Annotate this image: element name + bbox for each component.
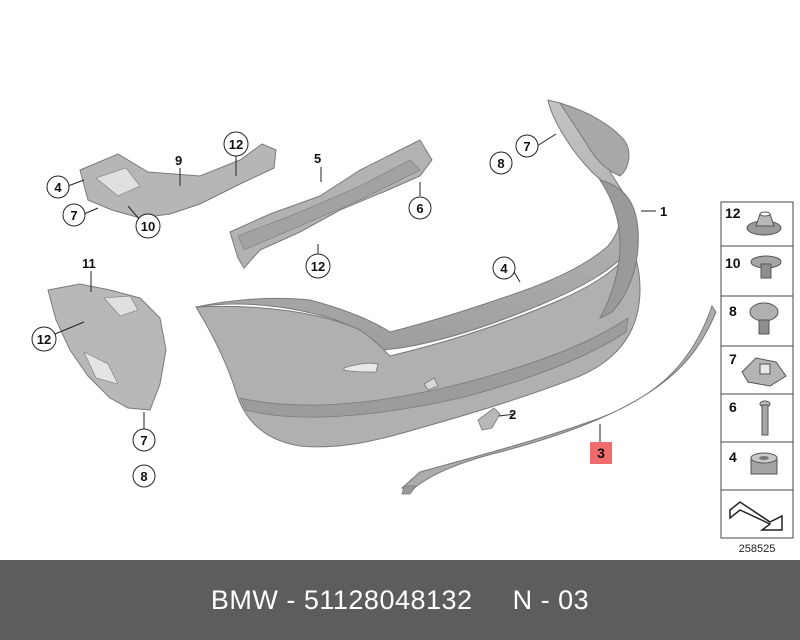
- footer-brand: BMW: [210, 584, 279, 615]
- rear-bumper-diagram: 1 2 9 5 11 3 8 7 4 4 7 10 12 6 12 12 7 8…: [31, 99, 794, 555]
- callout-8-circle-a: 8: [489, 151, 513, 175]
- svg-text:8: 8: [729, 303, 737, 319]
- bracket-left-lower: [47, 283, 167, 411]
- svg-text:8: 8: [140, 469, 147, 484]
- circled-callouts: 8 7 4 4 7 10 12 6 12 12 7 8: [31, 131, 539, 488]
- callout-1: 1: [660, 204, 667, 219]
- callout-4-circle-a: 4: [492, 256, 516, 280]
- bumper-support: [229, 139, 433, 269]
- callout-6-circle: 6: [408, 196, 432, 220]
- legend-item-6: 6: [729, 399, 771, 436]
- svg-text:7: 7: [523, 139, 530, 154]
- svg-text:12: 12: [229, 137, 243, 152]
- leader-lines: [54, 133, 656, 443]
- callout-5: 5: [314, 151, 321, 166]
- svg-text:12: 12: [311, 259, 325, 274]
- callout-3: 3: [597, 445, 605, 461]
- callout-2: 2: [509, 407, 516, 422]
- callout-8-circle-b: 8: [132, 464, 156, 488]
- svg-text:7: 7: [729, 351, 737, 367]
- footer-code: N - 03: [512, 584, 590, 615]
- svg-text:12: 12: [725, 205, 741, 221]
- small-bracket: [477, 407, 501, 431]
- svg-text:8: 8: [497, 156, 504, 171]
- diagram-number: 258525: [739, 543, 776, 555]
- legend-orientation-arrow: [729, 501, 783, 531]
- svg-text:6: 6: [729, 399, 737, 415]
- svg-text:10: 10: [141, 219, 155, 234]
- callout-3-highlight: 3: [590, 442, 612, 464]
- legend-item-12: 12: [725, 205, 782, 236]
- callout-4-circle-b: 4: [46, 175, 70, 199]
- legend-item-4: 4: [729, 449, 778, 475]
- bracket-left-upper: [79, 143, 277, 219]
- callout-12-circle-a: 12: [223, 131, 249, 157]
- svg-text:4: 4: [500, 261, 508, 276]
- svg-text:12: 12: [37, 332, 51, 347]
- callout-7-circle-b: 7: [62, 203, 86, 227]
- callout-7-circle-c: 7: [132, 428, 156, 452]
- footer-part-number: 51128048132: [303, 584, 473, 615]
- svg-text:7: 7: [70, 208, 77, 223]
- lower-trim-diffuser: [400, 304, 717, 495]
- callout-12-circle-b: 12: [305, 253, 331, 279]
- callout-10-circle: 10: [135, 213, 161, 239]
- callout-7-circle-a: 7: [515, 134, 539, 158]
- svg-text:4: 4: [729, 449, 737, 465]
- callouts: 1 2 9 5 11: [82, 151, 667, 422]
- callout-12-circle-c: 12: [31, 326, 57, 352]
- callout-9: 9: [175, 153, 182, 168]
- bumper-trim-panel: [195, 99, 641, 448]
- legend-item-10: 10: [725, 255, 782, 279]
- svg-text:4: 4: [54, 180, 62, 195]
- svg-text:10: 10: [725, 255, 741, 271]
- legend-item-7: 7: [729, 351, 787, 387]
- svg-text:7: 7: [140, 433, 147, 448]
- footer-separator: -: [278, 584, 304, 615]
- callout-11: 11: [82, 256, 96, 271]
- footer-gap: [473, 585, 513, 616]
- legend-item-8: 8: [729, 302, 779, 335]
- svg-text:6: 6: [416, 201, 423, 216]
- fastener-legend: 12 10 8 7 6 4: [720, 201, 794, 539]
- part-number-footer: BMW - 51128048132 N - 03: [0, 560, 800, 640]
